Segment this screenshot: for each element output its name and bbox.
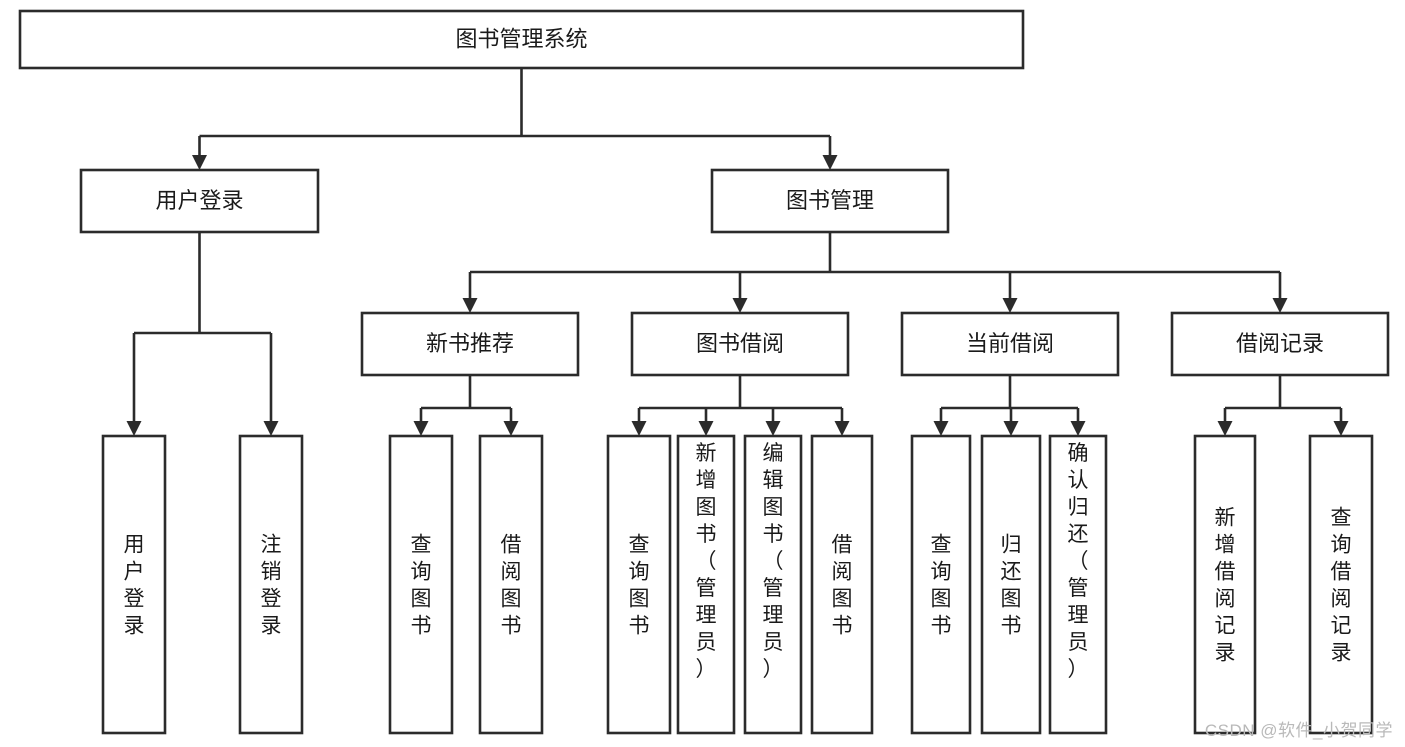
node-box [1308,434,1374,735]
node-label: 图书管理系统 [455,26,587,51]
node-label: 查询图书 [629,534,650,638]
node-leaf-query-book-2[interactable]: 查询图书 [606,434,672,735]
edge-book-management-arrow-icon [462,298,478,313]
edge-book-management-arrow-icon [1002,298,1018,313]
edge-book-management-arrow-icon [1272,298,1288,313]
node-borrow-record[interactable]: 借阅记录 [1170,311,1390,377]
node-label: 查询借阅记录 [1331,507,1352,665]
node-box [79,168,320,234]
node-box [910,434,972,735]
node-box [1170,311,1390,377]
node-user-login[interactable]: 用户登录 [79,168,320,234]
edge-book-borrow-arrow-icon [698,421,714,436]
node-label: 用户登录 [124,534,145,638]
edge-user-login-arrow-icon [126,421,142,436]
node-box [360,311,580,377]
node-leaf-borrow-book-1[interactable]: 借阅图书 [478,434,544,735]
node-label: 查询图书 [411,534,432,638]
node-box [1193,434,1257,735]
node-box [606,434,672,735]
node-book-management[interactable]: 图书管理 [710,168,950,234]
node-box [478,434,544,735]
node-leaf-query-book-1[interactable]: 查询图书 [388,434,454,735]
node-leaf-borrow-book-2[interactable]: 借阅图书 [810,434,874,735]
node-leaf-return-book[interactable]: 归还图书 [980,434,1042,735]
node-leaf-confirm-return[interactable]: 确认归还（管理员） [1048,434,1108,735]
node-root[interactable]: 图书管理系统 [18,9,1025,70]
node-box [710,168,950,234]
edge-new-book-recommend-arrow-icon [413,421,429,436]
node-leaf-logout[interactable]: 注销登录 [238,434,304,735]
node-box [1048,434,1108,735]
node-label: 新书推荐 [426,331,514,356]
edge-root-arrow-icon [192,155,207,170]
edges-layer [126,68,1349,436]
node-leaf-query-borrow-record[interactable]: 查询借阅记录 [1308,434,1374,735]
edge-book-management-arrow-icon [732,298,748,313]
node-label: 借阅记录 [1236,331,1324,356]
node-label: 确认归还（管理员） [1068,442,1089,681]
nodes-layer: 图书管理系统用户登录图书管理新书推荐图书借阅当前借阅借阅记录用户登录注销登录查询… [18,9,1390,735]
node-label: 查询图书 [931,534,952,638]
node-label: 当前借阅 [966,331,1054,356]
edge-borrow-record-arrow-icon [1217,421,1233,436]
node-leaf-add-book[interactable]: 新增图书（管理员） [676,434,736,735]
node-label: 借阅图书 [832,534,853,638]
node-label: 图书借阅 [696,331,784,356]
node-leaf-query-book-3[interactable]: 查询图书 [910,434,972,735]
edge-current-borrow-arrow-icon [1003,421,1019,436]
node-current-borrow[interactable]: 当前借阅 [900,311,1120,377]
edge-user-login-arrow-icon [263,421,279,436]
node-box [676,434,736,735]
node-leaf-user-login[interactable]: 用户登录 [101,434,167,735]
node-label: 图书管理 [786,188,874,213]
edge-book-borrow-arrow-icon [631,421,647,436]
node-label: 新增图书（管理员） [696,442,717,681]
node-book-borrow[interactable]: 图书借阅 [630,311,850,377]
node-label: 新增借阅记录 [1215,507,1236,665]
node-box [18,9,1025,70]
node-label: 注销登录 [261,534,282,638]
node-box [810,434,874,735]
node-box [630,311,850,377]
edge-new-book-recommend-arrow-icon [503,421,519,436]
node-label: 借阅图书 [501,534,522,638]
node-box [388,434,454,735]
edge-current-borrow-arrow-icon [933,421,949,436]
node-leaf-edit-book[interactable]: 编辑图书（管理员） [743,434,803,735]
edge-borrow-record-arrow-icon [1333,421,1349,436]
edge-current-borrow-arrow-icon [1070,421,1086,436]
node-label: 用户登录 [155,188,243,213]
node-box [980,434,1042,735]
edge-book-borrow-arrow-icon [834,421,850,436]
edge-book-borrow-arrow-icon [765,421,781,436]
node-box [101,434,167,735]
node-leaf-add-borrow-record[interactable]: 新增借阅记录 [1193,434,1257,735]
node-box [900,311,1120,377]
node-label: 归还图书 [1001,534,1022,638]
node-label: 编辑图书（管理员） [763,442,784,681]
watermark-text: CSDN @软件_小贺同学 [1204,721,1393,740]
node-box [238,434,304,735]
node-new-book-recommend[interactable]: 新书推荐 [360,311,580,377]
edge-root-arrow-icon [822,155,838,170]
node-box [743,434,803,735]
